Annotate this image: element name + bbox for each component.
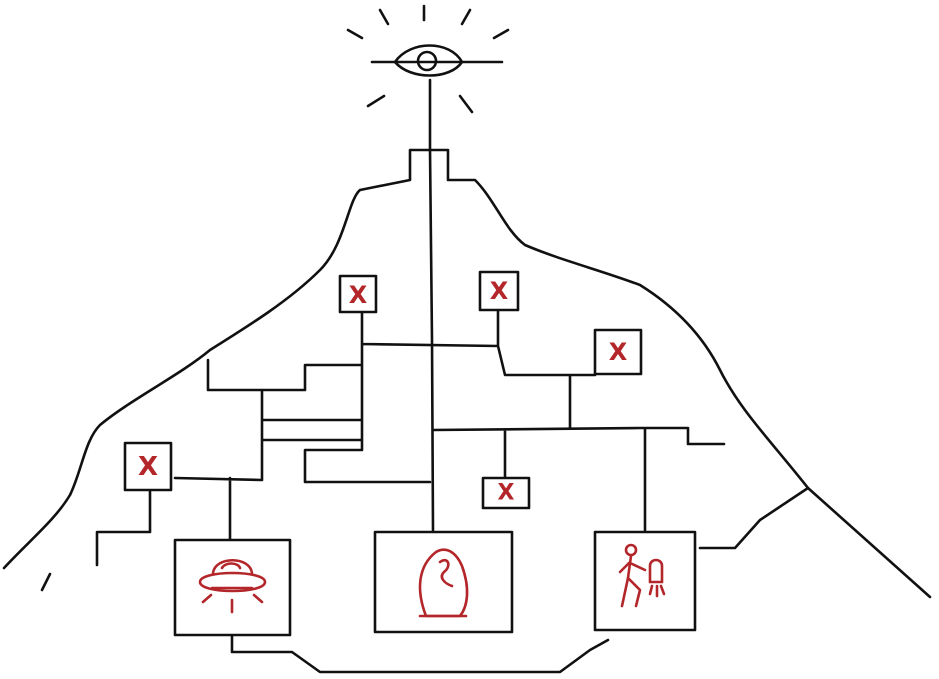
bottom-connector-path (230, 633, 610, 674)
goal-room-runner (593, 530, 697, 632)
goal-room-egg (373, 530, 514, 634)
eye-icon (346, 4, 510, 114)
blocked-mark: X (498, 481, 515, 506)
blocked-room: X (481, 476, 531, 510)
blocked-room: X (123, 441, 173, 492)
mountain-foot-mark (40, 572, 52, 592)
mountain-outline (2, 148, 932, 599)
blocked-room: X (338, 274, 378, 314)
blocked-mark: X (490, 277, 509, 305)
upper-branch-paths (95, 308, 810, 567)
blocked-room: X (593, 328, 643, 376)
ufo-icon (198, 559, 267, 614)
blocked-mark: X (138, 452, 158, 482)
runner-with-jetpack-icon (618, 543, 666, 608)
goal-room-ufo (173, 538, 292, 637)
egg-icon (418, 548, 469, 618)
blocked-mark: X (609, 338, 628, 366)
blocked-room: X (478, 270, 520, 312)
blocked-mark: X (349, 281, 368, 309)
trunk-path (428, 78, 435, 532)
